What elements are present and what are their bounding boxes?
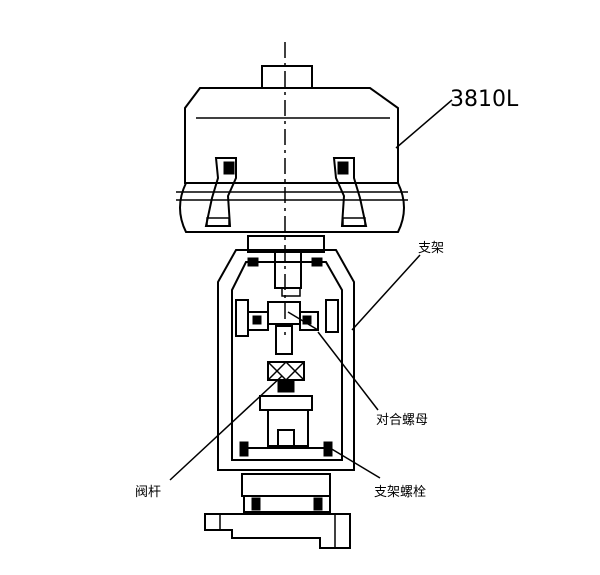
actuator-stem [274, 251, 302, 289]
bracket-bolt-left [239, 441, 249, 457]
left-lug-base [206, 217, 230, 227]
left-guide-block [235, 299, 249, 337]
valve-body [204, 513, 351, 549]
leader-bracket-nut [329, 447, 381, 479]
leader-coupling-nut [317, 331, 379, 411]
bracket-inner [231, 261, 343, 461]
top-cap [261, 65, 313, 89]
right-lug [332, 157, 368, 227]
bonnet-flange [241, 473, 331, 497]
coupling-block [267, 301, 301, 325]
bonnet-bolt-right [313, 497, 323, 511]
bonnet-bolt-left [251, 497, 261, 511]
right-clamp [299, 311, 319, 331]
bracket-mark-right [311, 257, 323, 267]
bracket-outer [217, 249, 355, 471]
model-label: 3810L [450, 87, 519, 112]
packing-flange [259, 395, 313, 411]
left-lug-bolt [223, 161, 235, 175]
bracket-mark-left [247, 257, 259, 267]
bracket-label: 支架 [418, 241, 444, 256]
valve-stem-label: 阀杆 [135, 485, 161, 500]
stem-thread [281, 287, 301, 297]
nut-cross-4 [285, 361, 305, 381]
coupling-body [275, 325, 293, 355]
coupling-pointer [287, 311, 319, 331]
stem-connector [277, 379, 295, 393]
stem-guide [277, 429, 295, 447]
packing-box [267, 409, 309, 447]
leader-model [395, 99, 453, 149]
bonnet-flange-lower [243, 495, 331, 513]
coupling-nut-label: 对合螺母 [376, 413, 428, 428]
nut-cross-2 [267, 361, 287, 381]
stem-lock-nut [267, 361, 305, 381]
left-lug [204, 157, 237, 227]
right-lug-base [342, 217, 366, 227]
bracket-nut-label: 支架螺栓 [374, 485, 426, 500]
leader-bracket [351, 254, 421, 331]
right-guide-block [325, 299, 339, 333]
leader-valve-stem [169, 375, 283, 481]
right-lug-bolt [337, 161, 349, 175]
left-clamp-nut [252, 315, 262, 325]
